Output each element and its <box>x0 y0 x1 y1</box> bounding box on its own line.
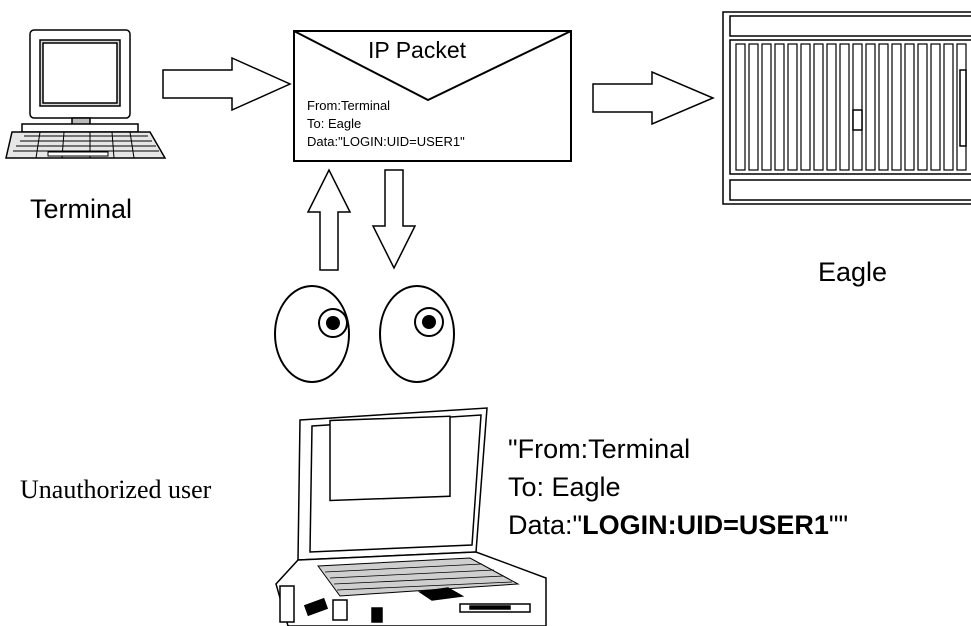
arrow-up-to-packet <box>306 168 352 271</box>
laptop-icon <box>275 407 547 626</box>
packet-title: IP Packet <box>368 37 467 63</box>
packet-from: From:Terminal <box>307 98 390 113</box>
arrow-terminal-to-packet <box>162 56 292 112</box>
terminal-label: Terminal <box>30 194 132 224</box>
intercepted-line-data: Data:"LOGIN:UID=USER1"" <box>508 510 848 540</box>
intercepted-data-suffix: "" <box>829 510 848 540</box>
eagle-label: Eagle <box>818 257 887 287</box>
eagle-server-icon <box>722 11 971 205</box>
arrow-down-from-packet <box>371 169 417 270</box>
intercepted-data-bold: LOGIN:UID=USER1 <box>582 510 829 540</box>
packet-to: To: Eagle <box>307 116 361 131</box>
packet-data: Data:"LOGIN:UID=USER1" <box>307 134 465 149</box>
intercepted-data-prefix: Data:" <box>508 510 582 540</box>
arrow-packet-to-eagle <box>592 70 715 126</box>
intercepted-line-to: To: Eagle <box>508 472 621 502</box>
ip-packet-envelope <box>293 30 572 162</box>
eyes-icon <box>274 285 455 383</box>
unauthorized-user-label: Unauthorized user <box>20 475 212 504</box>
intercepted-line-from: "From:Terminal <box>508 434 690 464</box>
terminal-computer-icon <box>5 29 167 159</box>
